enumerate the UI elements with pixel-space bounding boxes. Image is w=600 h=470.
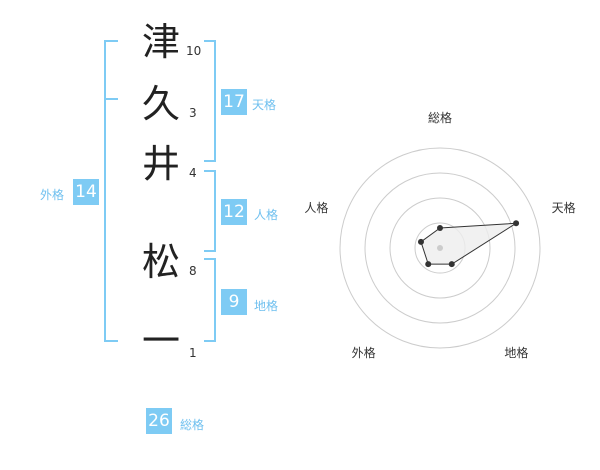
jinkaku-bracket (204, 170, 216, 252)
soukaku-value: 26 (146, 408, 172, 434)
stroke-count-2: 3 (189, 106, 197, 120)
name-char-1: 津 (141, 20, 180, 64)
chikaku-label: 地格 (254, 299, 279, 313)
stroke-count-1: 10 (186, 44, 202, 58)
tenkaku-label: 天格 (252, 98, 277, 112)
radar-axis-label: 地格 (504, 345, 528, 360)
radar-ring (364, 172, 516, 324)
radar-center (437, 245, 443, 251)
radar-axis-label: 天格 (552, 200, 576, 215)
gaikaku-value: 14 (73, 179, 99, 205)
radar-ring (339, 147, 541, 349)
radar-axis-label: 総格 (428, 110, 452, 125)
soukaku-label: 総格 (180, 418, 205, 432)
radar-point (425, 261, 432, 268)
radar-area (420, 222, 517, 265)
tenkaku-bracket (204, 40, 216, 162)
chikaku-bracket (204, 258, 216, 342)
name-char-5: 一 (141, 319, 180, 363)
radar-point (437, 225, 443, 231)
chikaku-value: 9 (221, 289, 247, 315)
gaikaku-bracket-tick (104, 98, 118, 100)
radar-ring (389, 197, 491, 299)
tenkaku-value: 17 (221, 89, 247, 115)
radar-point (448, 261, 455, 268)
jinkaku-label: 人格 (254, 208, 279, 222)
radar-axis-label: 外格 (352, 345, 376, 360)
gaikaku-bracket (104, 40, 118, 342)
radar-axis-label: 人格 (304, 200, 328, 215)
stroke-count-4: 8 (189, 264, 197, 278)
name-char-3: 井 (141, 142, 180, 186)
gaikaku-label: 外格 (40, 188, 65, 202)
name-char-4: 松 (141, 240, 180, 284)
radar-point (513, 220, 520, 227)
jinkaku-value: 12 (221, 199, 247, 225)
stroke-count-5: 1 (189, 346, 197, 360)
radar-point (417, 238, 424, 245)
stroke-count-3: 4 (189, 166, 197, 180)
name-char-2: 久 (141, 82, 180, 126)
